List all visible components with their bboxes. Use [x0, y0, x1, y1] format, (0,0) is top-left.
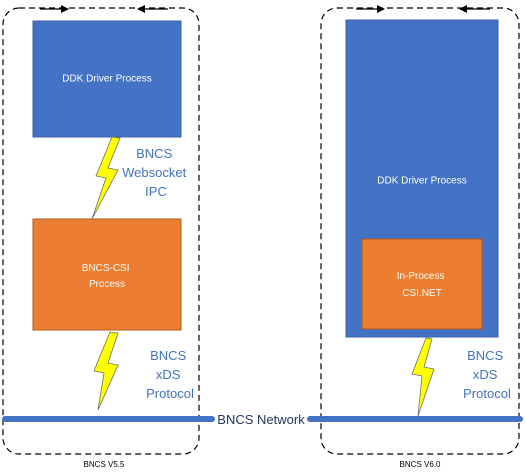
- bncs-csi-process-box: [32, 218, 182, 331]
- right-xds-lightning-bolt: [411, 337, 435, 417]
- websocket-lightning-bolt: [91, 136, 121, 220]
- ddk-driver-process-box: [32, 20, 182, 138]
- bncs-network-label: BNCS Network: [217, 412, 305, 427]
- ddk-driver-process-outer-label: DDK Driver Process: [377, 176, 466, 187]
- right-version-label: BNCS V6.0: [400, 460, 441, 469]
- ddk-driver-process-label: DDK Driver Process: [62, 74, 151, 85]
- in-process-csi-net-label: In-Process CSI.NET: [397, 271, 448, 299]
- left-xds-lightning-bolt: [93, 331, 119, 411]
- websocket-ipc-label: BNCS Websocket IPC: [122, 146, 190, 199]
- right-group-boundary: [320, 7, 520, 455]
- left-version-label: BNCS V5.5: [84, 460, 125, 469]
- left-group-boundary: [2, 7, 200, 455]
- in-process-csi-net-box: [361, 238, 483, 330]
- bncs-csi-process-label: BNCS-CSI Process: [82, 263, 133, 290]
- right-xds-protocol-label: BNCS xDS Protocol: [463, 348, 511, 401]
- left-xds-protocol-label: BNCS xDS Protocol: [146, 348, 194, 401]
